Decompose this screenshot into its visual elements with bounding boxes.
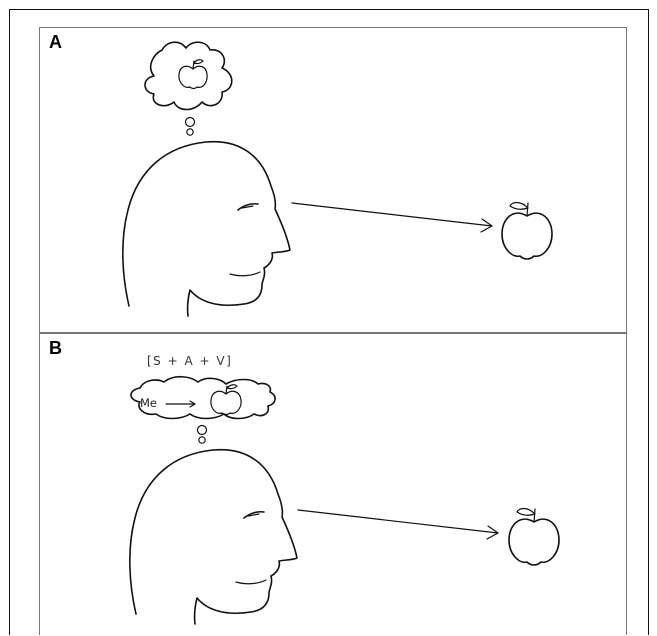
thought-apple-icon bbox=[178, 59, 208, 90]
thought-cloud bbox=[144, 41, 233, 111]
panel-a-label: A bbox=[49, 32, 62, 52]
apple-icon bbox=[501, 201, 553, 260]
thought-cloud bbox=[130, 375, 276, 420]
mouth bbox=[235, 579, 267, 585]
head-profile bbox=[129, 448, 298, 625]
thought-bubble-large bbox=[184, 116, 196, 128]
thought-bubble-small bbox=[186, 128, 194, 136]
self-label: Me bbox=[140, 396, 157, 410]
panel-b-label: B bbox=[49, 338, 62, 358]
panel-a-drawing bbox=[122, 41, 553, 317]
panel-b-drawing bbox=[129, 375, 560, 625]
eye-icon bbox=[243, 510, 265, 519]
outer-frame bbox=[9, 9, 649, 635]
self-action-value-formula: [S + A + V] bbox=[147, 354, 233, 368]
eye-icon bbox=[237, 202, 259, 211]
thought-bubble-small bbox=[198, 436, 206, 444]
gaze-arrow bbox=[297, 509, 499, 534]
mouth bbox=[229, 271, 261, 277]
apple-icon bbox=[508, 507, 560, 566]
panel-b: B [S + A + V] Me bbox=[39, 333, 627, 635]
head-profile bbox=[122, 140, 291, 317]
gaze-arrow bbox=[291, 202, 493, 227]
panel-a: A bbox=[39, 27, 627, 333]
thought-bubble-large bbox=[196, 424, 208, 436]
thought-apple-icon bbox=[210, 384, 242, 416]
